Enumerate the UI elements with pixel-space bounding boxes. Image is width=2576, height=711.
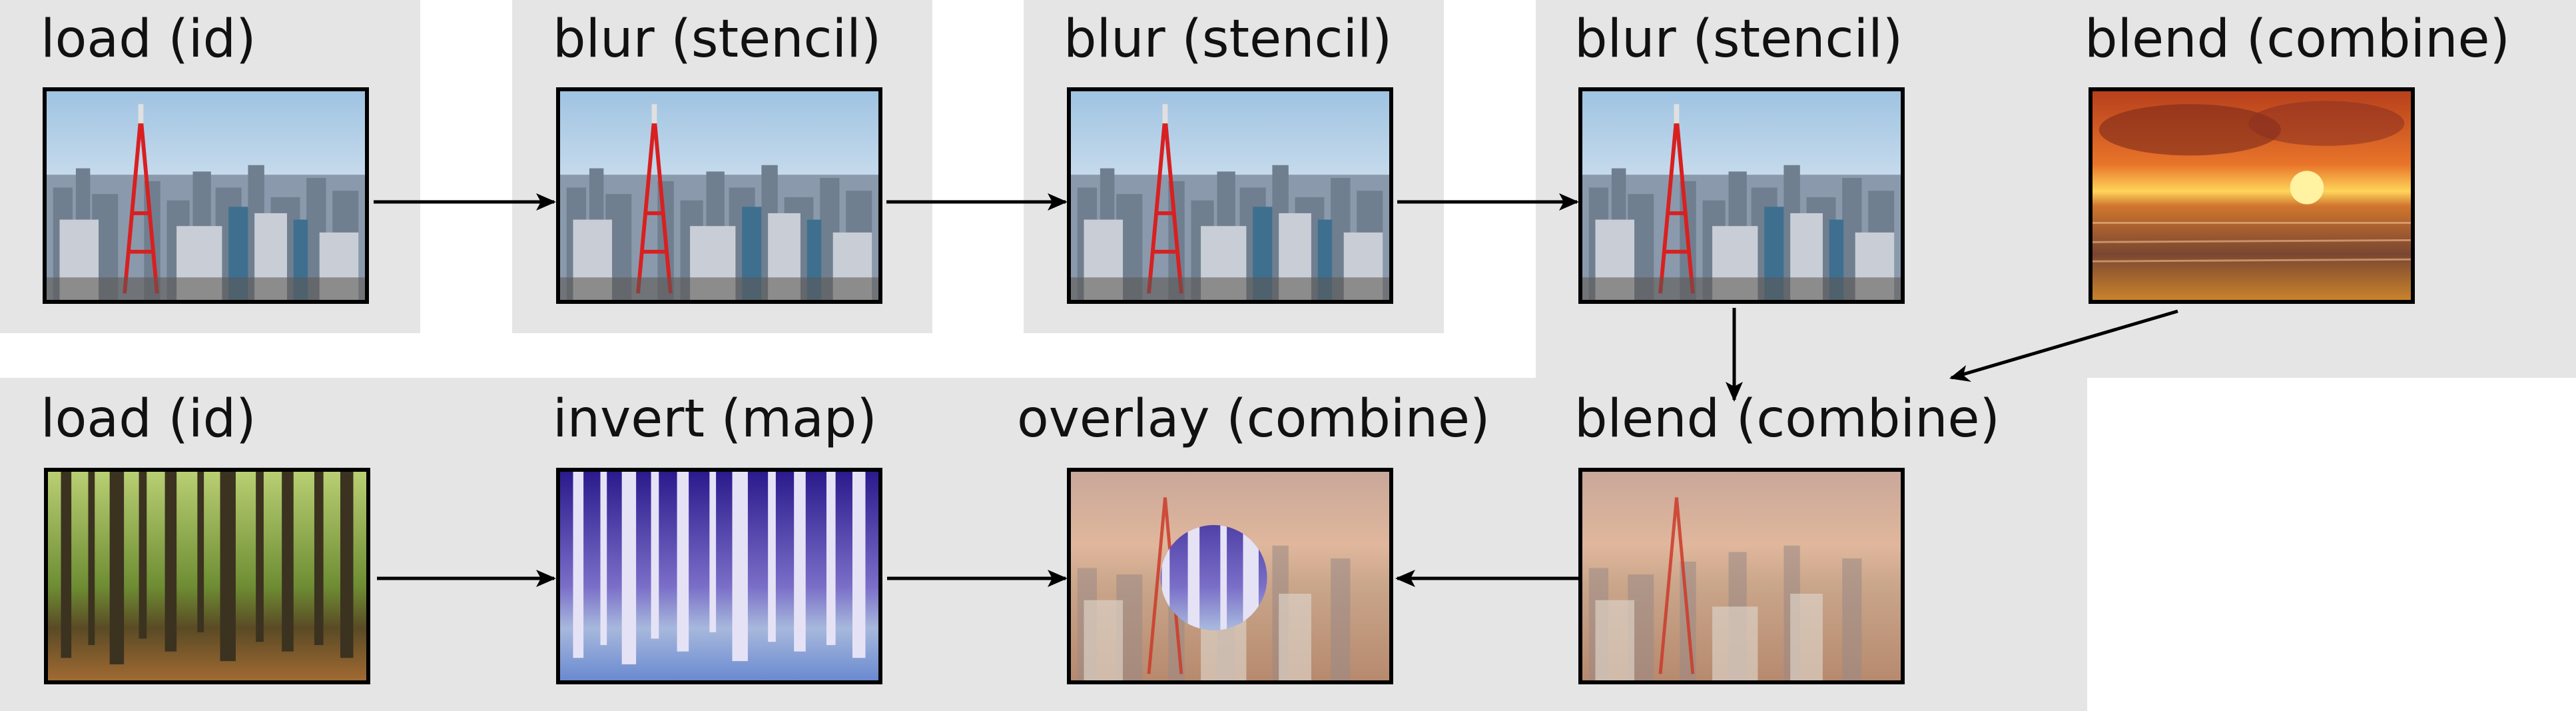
city-image xyxy=(556,87,882,304)
node-label: blend (combine) xyxy=(1574,389,2000,449)
node-label: load (id) xyxy=(41,9,256,69)
city-image xyxy=(1067,87,1393,304)
node-label: blur (stencil) xyxy=(1064,9,1393,69)
forest-inverted-image xyxy=(556,468,882,684)
forest-image xyxy=(44,468,370,684)
node-label: blend (combine) xyxy=(2085,9,2510,69)
city-image xyxy=(43,87,369,304)
city-image xyxy=(1578,87,1905,304)
node-label: blur (stencil) xyxy=(553,9,882,69)
sunset-image xyxy=(2089,87,2415,304)
city-sunset-blend-image xyxy=(1578,468,1905,684)
node-label: blur (stencil) xyxy=(1574,9,1903,69)
overlay-image xyxy=(1067,468,1393,684)
node-label: load (id) xyxy=(41,389,256,449)
node-label: invert (map) xyxy=(553,389,877,449)
node-label: overlay (combine) xyxy=(1017,389,1490,449)
